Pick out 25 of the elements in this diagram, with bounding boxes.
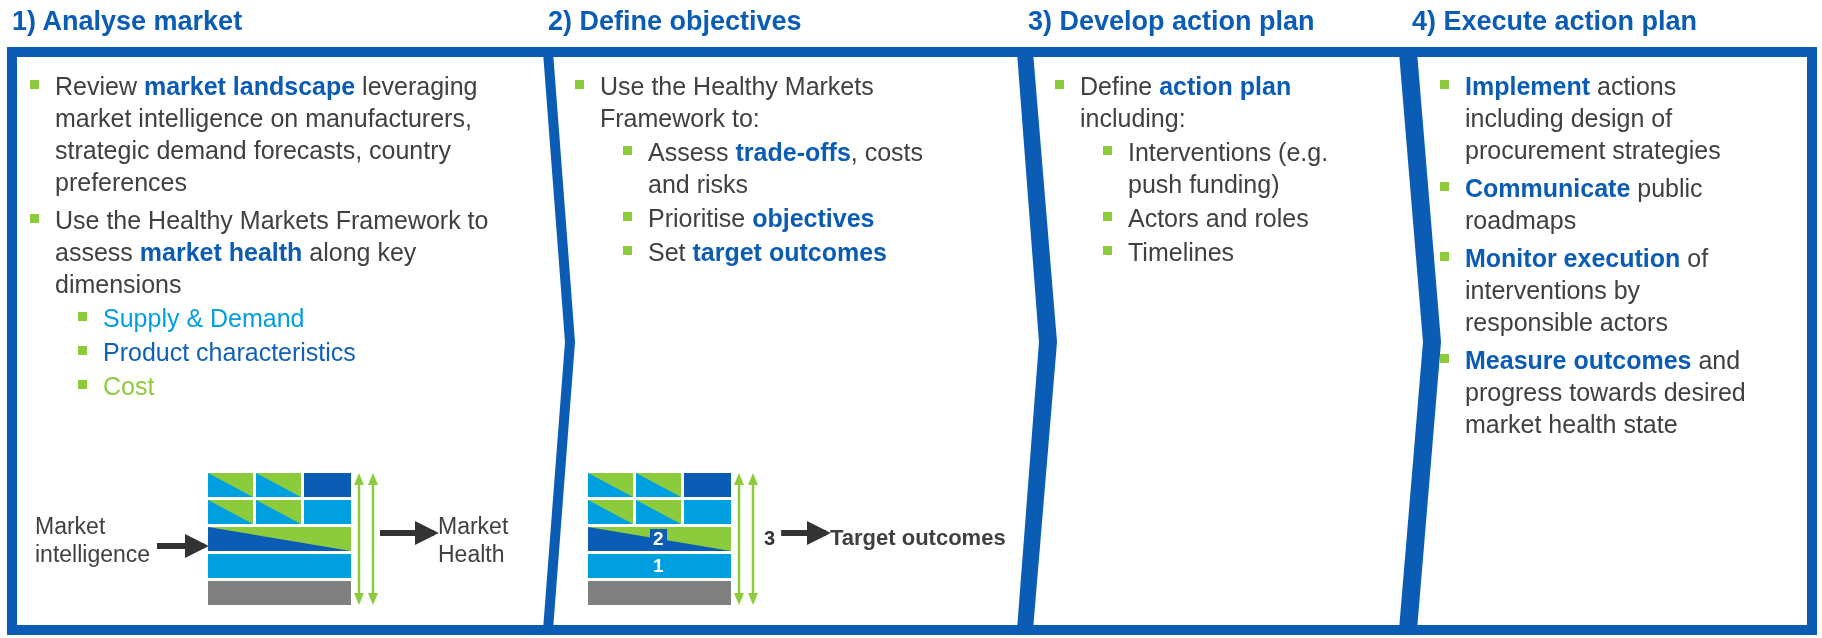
step-heading: 3) Develop action plan bbox=[1028, 6, 1315, 37]
arrow bbox=[781, 521, 831, 545]
bullet-text: Set target outcomes bbox=[648, 237, 887, 268]
step-heading: 4) Execute action plan bbox=[1412, 6, 1698, 37]
bullet-text: Supply & Demand bbox=[103, 303, 305, 334]
step-heading: 1) Analyse market bbox=[12, 6, 243, 37]
bullet-text: Prioritise objectives bbox=[648, 203, 875, 234]
block-number: 3 bbox=[764, 527, 776, 550]
step-label: Market intelligence bbox=[35, 512, 155, 568]
bullet-text: Cost bbox=[103, 371, 155, 402]
bullet-text: Product characteristics bbox=[103, 337, 356, 368]
arrow bbox=[380, 521, 439, 545]
bullet-text: Timelines bbox=[1128, 237, 1235, 268]
bullet-text: Interventions (e.g. push funding) bbox=[1128, 137, 1330, 200]
step-label: Target outcomes bbox=[830, 524, 1020, 552]
bullet-text: Review market landscape leveraging market intelligence on manufacturers, strategic demand forecasts, country preferences bbox=[55, 71, 479, 198]
bullet-text: Actors and roles bbox=[1128, 203, 1309, 234]
arrow bbox=[157, 534, 209, 558]
bullet-text: Assess trade-offs, costs and risks bbox=[648, 137, 925, 200]
bullet-text: Measure outcomes and progress towards desired market health state bbox=[1465, 345, 1747, 440]
bullet-text: Define action plan including: bbox=[1080, 71, 1293, 134]
step-heading: 2) Define objectives bbox=[548, 6, 802, 37]
bullet-text: Use the Healthy Markets Framework to assess market health along key dimensions bbox=[55, 205, 490, 300]
step-label: Market Health bbox=[438, 512, 518, 568]
bullet-text: Use the Healthy Markets Framework to: bbox=[600, 71, 875, 134]
